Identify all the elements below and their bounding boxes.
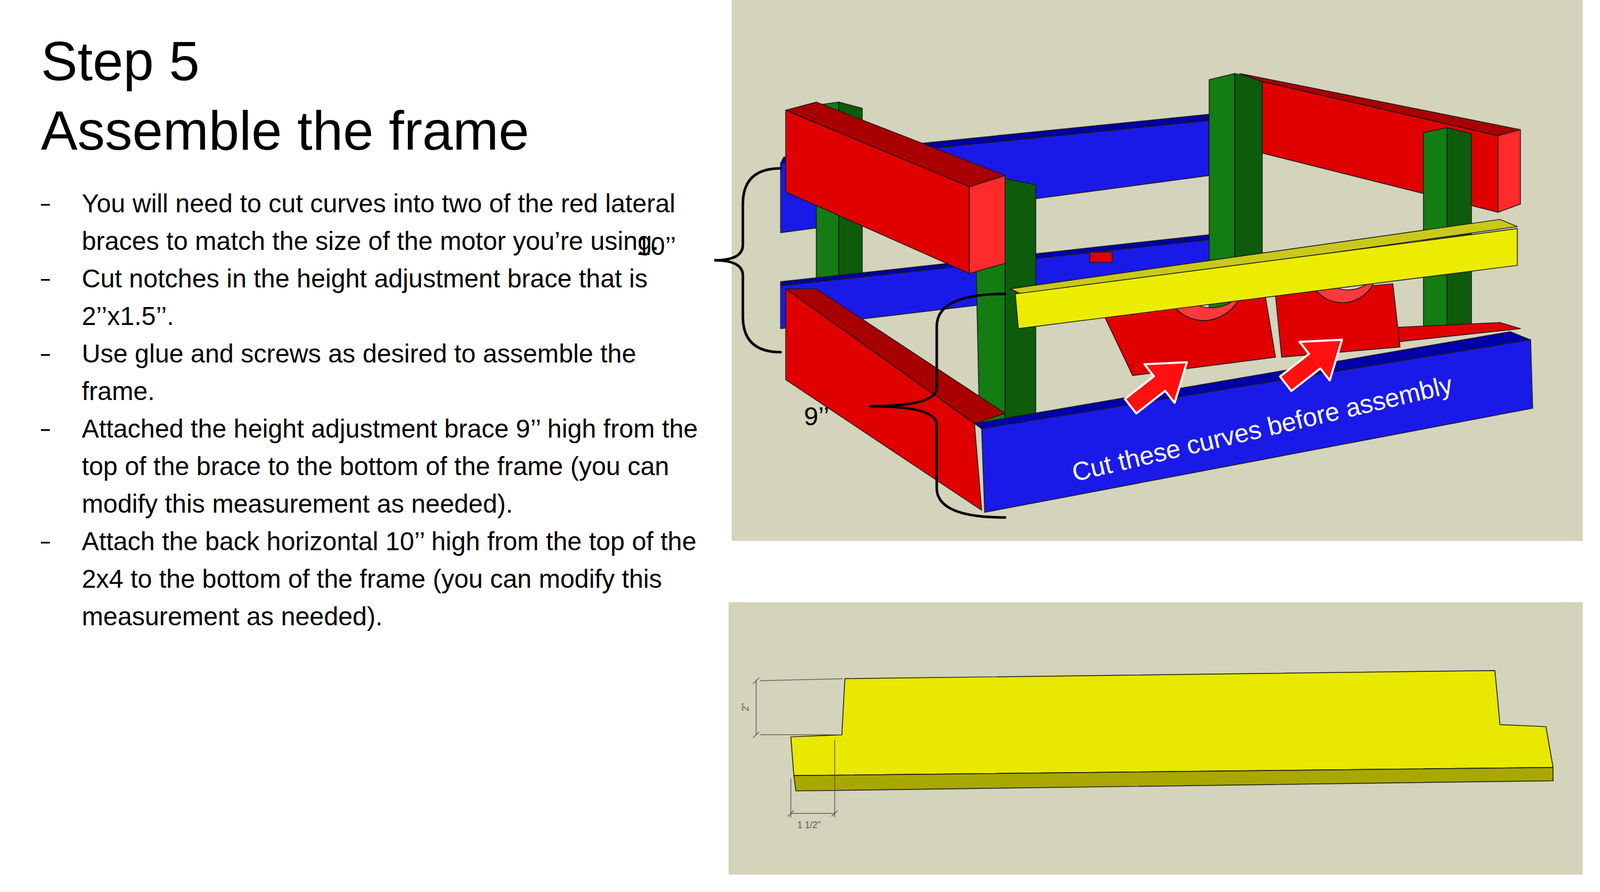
red-beam — [785, 110, 970, 274]
red-block — [1089, 252, 1113, 263]
slide-title: Step 5 — [40, 29, 200, 93]
panel — [731, 0, 1583, 541]
bullet-dash — [40, 541, 50, 544]
notched-brace — [793, 767, 1553, 792]
red-beam — [1498, 129, 1521, 213]
dimension-label: 9’’ — [803, 401, 830, 432]
bullet-text: Attached the height adjustment brace 9’’… — [81, 410, 708, 523]
panel — [728, 602, 1584, 875]
bullet-item: Use glue and screws as desired to assemb… — [40, 335, 708, 411]
bullet-dash — [40, 203, 50, 206]
bullet-item: Attach the back horizontal 10’’ high fro… — [40, 522, 708, 636]
red-beam — [785, 289, 983, 511]
dimension-line — [752, 677, 843, 738]
bullet-text: Attach the back horizontal 10’’ high fro… — [81, 522, 708, 636]
bullet-dash — [40, 354, 50, 356]
bullet-item: You will need to cut curves into two of … — [40, 184, 708, 260]
bullet-text: Cut notches in the height adjustment bra… — [81, 259, 708, 336]
bullet-dash — [40, 278, 50, 281]
bullet-list: You will need to cut curves into two of … — [40, 184, 708, 636]
dimension-label: 2" — [740, 703, 751, 712]
dimension-bracket — [869, 294, 1006, 518]
bullet-item: Attached the height adjustment brace 9’’… — [40, 410, 708, 523]
dimension-bracket — [714, 168, 781, 353]
blue-beam — [981, 340, 1533, 513]
notched-brace — [791, 670, 1554, 776]
red-beam — [969, 175, 1006, 274]
callout-note: Cut these curves before assembly — [1068, 369, 1456, 489]
bullet-text: Use glue and screws as desired to assemb… — [81, 335, 708, 411]
dimension-label: 1 1/2" — [797, 819, 821, 831]
dimension-line — [787, 740, 838, 818]
red-arrow — [1115, 342, 1202, 426]
bullet-dash — [40, 429, 50, 431]
slide-subtitle: Assemble the frame — [40, 99, 529, 163]
bullet-item: Cut notches in the height adjustment bra… — [40, 259, 708, 336]
red-arrow — [1270, 320, 1357, 403]
bullet-text: You will need to cut curves into two of … — [81, 184, 708, 260]
height-brace — [1015, 228, 1518, 329]
